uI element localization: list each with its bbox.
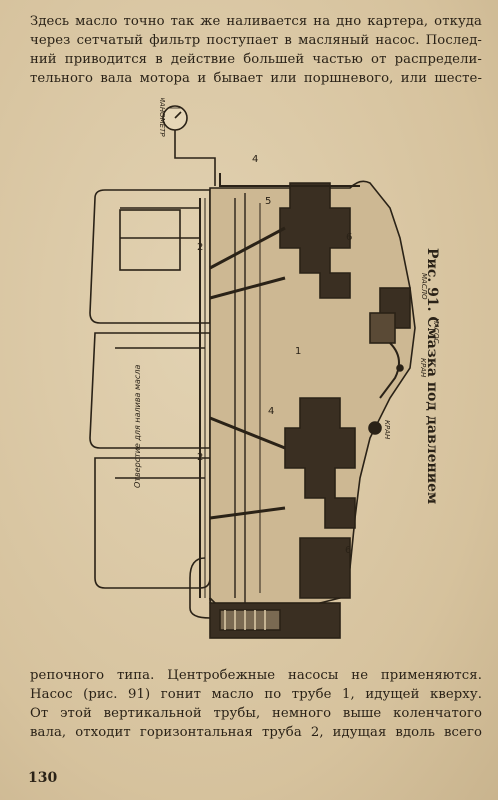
label-2b: 2 — [197, 452, 203, 463]
oil-pipe-1 — [219, 173, 360, 187]
manometer-line — [174, 118, 216, 186]
page-number: 130 — [28, 770, 58, 786]
text-line: через сетчатый фильтр поступает в маслян… — [30, 33, 482, 48]
text-line: тельного вала мотора и бывает или поршне… — [30, 71, 482, 86]
label-valve-upper: КРАН — [419, 358, 427, 378]
text-line: ний приводится в действие большей частью… — [30, 52, 482, 67]
piston — [119, 209, 181, 271]
text-line: От этой вертикальной трубы, немного выше… — [30, 706, 482, 721]
text-line: репочного типа. Центробежные насосы не п… — [30, 668, 482, 683]
label-1: 1 — [295, 346, 301, 357]
label-pump: НАСОС — [432, 318, 440, 343]
label-manometer: МАНОМЕТР — [158, 98, 166, 137]
top-paragraph: Здесь масло точно так же наливается на д… — [30, 12, 482, 88]
crankshaft-end — [299, 537, 351, 599]
crankshaft-throw-lower — [284, 397, 356, 529]
label-6a: 6 — [346, 232, 352, 243]
crankshaft-throw-upper — [279, 182, 351, 299]
label-4a: 4 — [252, 154, 258, 165]
cylinder-block-middle — [89, 332, 211, 449]
label-oil: МАСЛО — [420, 273, 428, 300]
text-line: вала, отходит горизонтальная труба 2, ид… — [30, 725, 482, 740]
bottom-paragraph: репочного типа. Центробежные насосы не п… — [30, 666, 482, 742]
valve-icon — [368, 421, 382, 435]
label-6b: 6 — [345, 545, 351, 556]
text-line: Насос (рис. 91) гонит масло по трубе 1, … — [30, 687, 482, 702]
figure-caption: Рис. 91. Смазка под давлением — [424, 248, 440, 505]
connecting-rod — [209, 226, 286, 270]
label-valve-lower: КРАН — [383, 420, 391, 440]
label-fill-hole: Отверстие для налива масла — [133, 365, 142, 488]
label-4b: 4 — [268, 406, 274, 417]
label-2a: 2 — [197, 242, 203, 253]
engine-lubrication-diagram: МАНОМЕТР Отверстие для налива масла МАСЛ… — [89, 98, 440, 639]
text-line: Здесь масло точно так же наливается на д… — [30, 14, 482, 29]
label-5: 5 — [265, 196, 271, 207]
